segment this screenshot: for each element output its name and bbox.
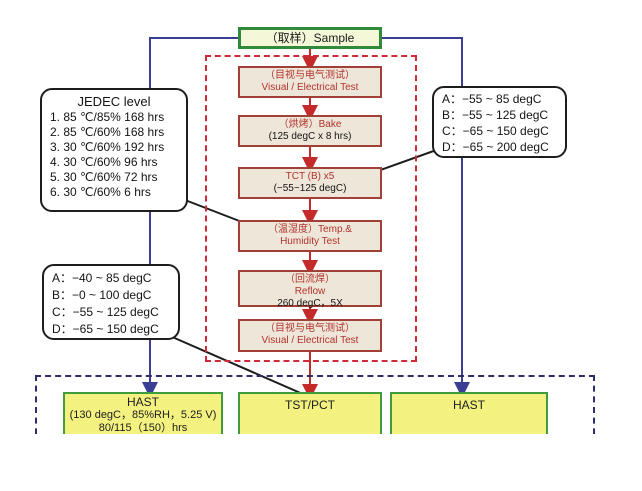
bottom-whitespace <box>0 434 642 491</box>
tct-range-callout: A：−55 ~ 85 degC B：−55 ~ 125 degC C：−65 ~… <box>432 86 567 158</box>
tct-range: D：−65 ~ 200 degC <box>442 140 549 154</box>
step-bake: （烘烤）Bake (125 degC x 8 hrs) <box>238 115 382 147</box>
step-cn: （温湿度）Temp.& <box>268 224 352 235</box>
jedec-item: 5. 30 ℃/60% 72 hrs <box>50 170 158 184</box>
tct-range-pointer <box>374 147 443 173</box>
step-extra: 260 degC，5X <box>277 298 343 309</box>
step-en: Humidity Test <box>280 236 340 247</box>
tst-range-pointer <box>169 335 306 396</box>
step-temp-humidity: （温湿度）Temp.& Humidity Test <box>238 220 382 252</box>
tst-pct-title: TST/PCT <box>285 398 335 412</box>
step-visual-electrical-2: （目视与电气测试） Visual / Electrical Test <box>238 319 382 352</box>
tst-range-callout: A：−40 ~ 85 degC B：−0 ~ 100 degC C：−55 ~ … <box>42 264 180 340</box>
step-en: (125 degC x 8 hrs) <box>268 131 352 142</box>
step-cn: （目视与电气测试） <box>265 70 355 81</box>
step-cn: （回流焊） <box>285 274 335 285</box>
tst-range: D：−65 ~ 150 degC <box>52 322 159 336</box>
tst-range: B：−0 ~ 100 degC <box>52 288 152 302</box>
jedec-item: 2. 85 ℃/60% 168 hrs <box>50 125 165 139</box>
tst-range: A：−40 ~ 85 degC <box>52 271 152 285</box>
jedec-item: 4. 30 ℃/60% 96 hrs <box>50 155 158 169</box>
jedec-pointer <box>184 199 243 223</box>
jedec-item: 1. 85 ℃/85% 168 hrs <box>50 110 165 124</box>
tct-range: B：−55 ~ 125 degC <box>442 108 549 122</box>
sample-box: （取样）Sample <box>238 27 382 49</box>
tct-range: C：−65 ~ 150 degC <box>442 124 549 138</box>
tests-dashed-frame <box>35 375 595 445</box>
step-visual-electrical-1: （目视与电气测试） Visual / Electrical Test <box>238 66 382 98</box>
hast-condition: (130 degC，85%RH，5.25 V) <box>69 409 217 421</box>
step-en: Reflow <box>294 286 326 297</box>
process-dashed-frame <box>205 55 417 362</box>
step-en: (−55~125 degC) <box>273 183 347 194</box>
step-cn: TCT (B) x5 <box>285 171 335 182</box>
hast-duration: 80/115（150）hrs <box>98 422 188 434</box>
blue-connector-right <box>382 37 470 398</box>
step-reflow: （回流焊） Reflow 260 degC，5X <box>238 270 382 309</box>
tct-range: A：−55 ~ 85 degC <box>442 92 542 106</box>
step-cn: （烘烤）Bake <box>278 119 342 130</box>
tst-range: C：−55 ~ 125 degC <box>52 305 159 319</box>
hast-title: HAST <box>126 395 159 409</box>
step-en: Visual / Electrical Test <box>261 82 359 93</box>
jedec-item: 6. 30 ℃/60% 6 hrs <box>50 185 151 199</box>
jedec-title: JEDEC level <box>77 94 151 109</box>
step-cn: （目视与电气测试） <box>265 323 355 334</box>
hast-title: HAST <box>452 398 485 412</box>
jedec-level-callout: JEDEC level 1. 85 ℃/85% 168 hrs 2. 85 ℃/… <box>40 88 188 212</box>
jedec-item: 3. 30 ℃/60% 192 hrs <box>50 140 165 154</box>
step-tct: TCT (B) x5 (−55~125 degC) <box>238 167 382 199</box>
step-en: Visual / Electrical Test <box>261 335 359 346</box>
